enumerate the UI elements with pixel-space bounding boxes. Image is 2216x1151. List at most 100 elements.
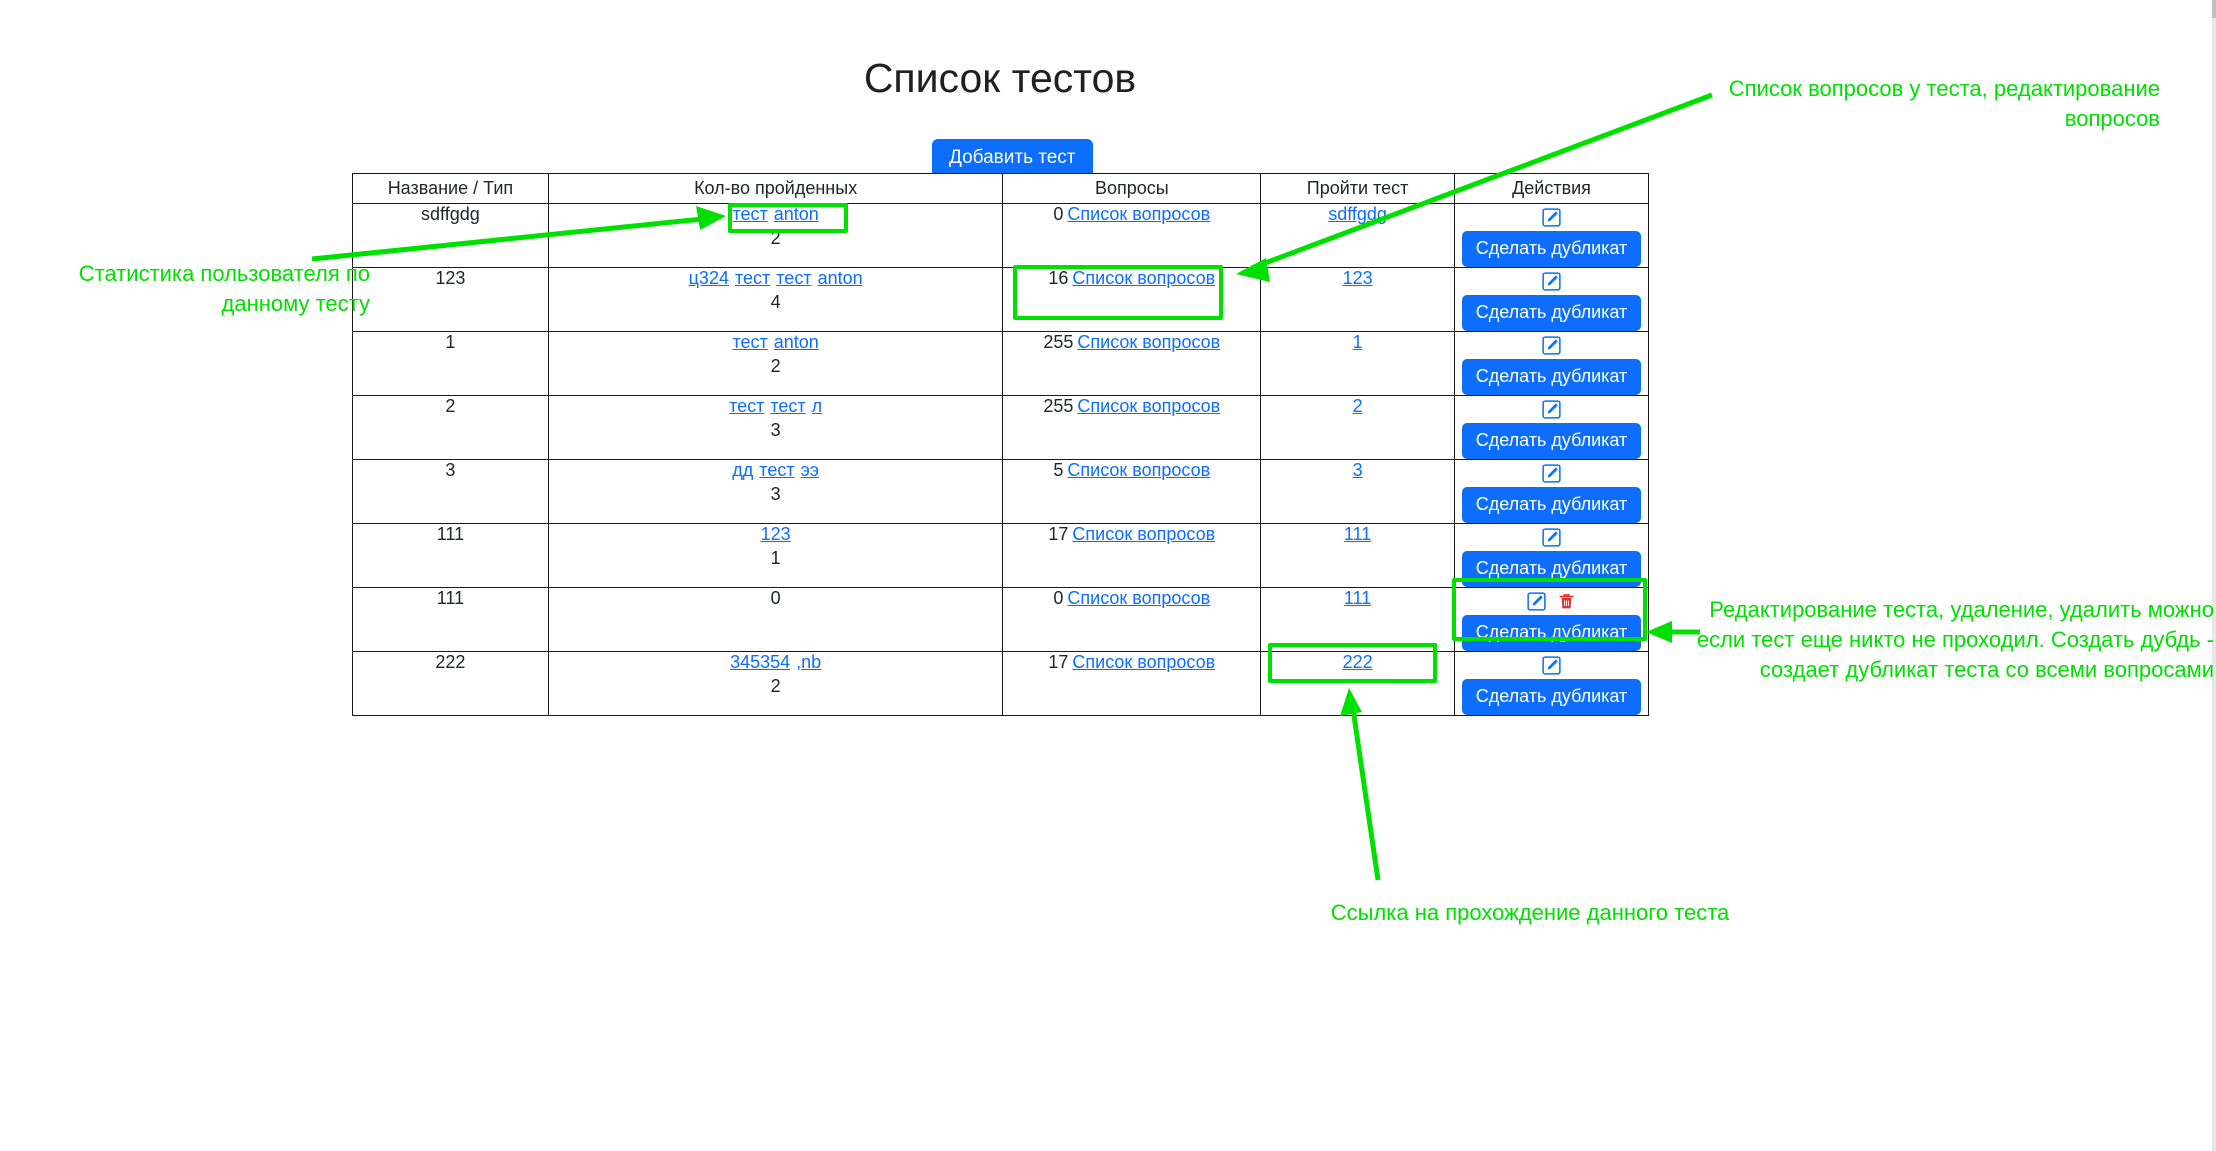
cell-pass-test: 2 bbox=[1260, 395, 1455, 460]
passed-total: 2 bbox=[770, 356, 781, 376]
user-stats-link[interactable]: тест bbox=[734, 268, 771, 288]
questions-list-link[interactable]: Список вопросов bbox=[1072, 268, 1216, 288]
user-stats-link[interactable]: тест bbox=[732, 332, 768, 352]
user-stats-link[interactable]: 345354 bbox=[730, 652, 791, 672]
passed-total: 1 bbox=[770, 548, 781, 568]
questions-list-link[interactable]: Список вопросов bbox=[1077, 332, 1221, 352]
user-stats-link[interactable]: anton bbox=[817, 268, 863, 288]
passed-users-list: 123 bbox=[549, 524, 1003, 545]
column-header-questions: Вопросы bbox=[1002, 173, 1262, 204]
cell-actions: Сделать дубликат bbox=[1454, 523, 1649, 588]
trash-icon[interactable] bbox=[1557, 592, 1576, 611]
questions-list-link[interactable]: Список вопросов bbox=[1067, 460, 1211, 480]
edit-icon[interactable] bbox=[1542, 336, 1561, 355]
cell-actions: Сделать дубликат bbox=[1454, 651, 1649, 716]
user-stats-link[interactable]: дд bbox=[732, 460, 754, 480]
cell-test-name: 2 bbox=[352, 395, 549, 460]
pass-test-link[interactable]: 111 bbox=[1343, 524, 1372, 544]
cell-test-name: 111 bbox=[352, 587, 549, 652]
action-icons bbox=[1455, 588, 1648, 612]
cell-actions: Сделать дубликат bbox=[1454, 203, 1649, 268]
make-duplicate-button[interactable]: Сделать дубликат bbox=[1462, 615, 1641, 651]
cell-actions: Сделать дубликат bbox=[1454, 267, 1649, 332]
pass-test-link[interactable]: 222 bbox=[1342, 652, 1373, 672]
make-duplicate-button[interactable]: Сделать дубликат bbox=[1462, 679, 1641, 715]
user-stats-link[interactable]: ц324 bbox=[688, 268, 729, 288]
user-stats-link[interactable]: anton bbox=[773, 204, 819, 224]
pass-test-link[interactable]: 3 bbox=[1352, 460, 1363, 480]
action-icons bbox=[1455, 204, 1648, 228]
cell-test-name: 123 bbox=[352, 267, 549, 332]
make-duplicate-button[interactable]: Сделать дубликат bbox=[1462, 423, 1641, 459]
user-stats-link[interactable]: тест bbox=[776, 268, 812, 288]
cell-test-name: 222 bbox=[352, 651, 549, 716]
questions-list-link[interactable]: Список вопросов bbox=[1067, 204, 1211, 224]
edit-icon[interactable] bbox=[1542, 272, 1561, 291]
make-duplicate-button[interactable]: Сделать дубликат bbox=[1462, 295, 1641, 331]
user-stats-link[interactable]: л bbox=[811, 396, 823, 416]
edit-icon[interactable] bbox=[1542, 400, 1561, 419]
cell-test-name: sdffgdg bbox=[352, 203, 549, 268]
passed-total: 3 bbox=[770, 420, 781, 440]
column-header-name: Название / Тип bbox=[352, 173, 549, 204]
questions-list-link[interactable]: Список вопросов bbox=[1077, 396, 1221, 416]
pass-test-link[interactable]: 111 bbox=[1343, 588, 1372, 608]
user-stats-link[interactable]: ,nb bbox=[796, 652, 822, 672]
questions-list-link[interactable]: Список вопросов bbox=[1072, 524, 1216, 544]
make-duplicate-button[interactable]: Сделать дубликат bbox=[1462, 487, 1641, 523]
edit-icon[interactable] bbox=[1542, 464, 1561, 483]
annotation-pass-link: Ссылка на прохождение данного теста bbox=[1330, 900, 1730, 925]
tests-table: Название / Тип Кол-во пройденных Вопросы… bbox=[352, 173, 1649, 716]
questions-count: 0 bbox=[1053, 588, 1064, 608]
user-stats-link[interactable]: тест bbox=[759, 460, 795, 480]
questions-count: 0 bbox=[1053, 204, 1064, 224]
user-stats-link[interactable]: тест bbox=[729, 396, 765, 416]
action-icons bbox=[1455, 524, 1648, 548]
pass-test-link[interactable]: 123 bbox=[1342, 268, 1373, 288]
page-title: Список тестов bbox=[863, 55, 1137, 102]
cell-test-name: 111 bbox=[352, 523, 549, 588]
make-duplicate-button[interactable]: Сделать дубликат bbox=[1462, 231, 1641, 267]
questions-list-link[interactable]: Список вопросов bbox=[1072, 652, 1216, 672]
questions-count: 255 bbox=[1043, 396, 1074, 416]
pass-test-link[interactable]: 1 bbox=[1352, 332, 1363, 352]
cell-pass-test: 123 bbox=[1260, 267, 1455, 332]
questions-list-link[interactable]: Список вопросов bbox=[1067, 588, 1211, 608]
edit-icon[interactable] bbox=[1542, 208, 1561, 227]
user-stats-link[interactable]: ээ bbox=[800, 460, 819, 480]
pass-test-link[interactable]: sdffgdg bbox=[1328, 204, 1387, 224]
user-stats-link[interactable]: 123 bbox=[760, 524, 791, 544]
action-icons bbox=[1455, 460, 1648, 484]
cell-actions: Сделать дубликат bbox=[1454, 459, 1649, 524]
edit-icon[interactable] bbox=[1542, 656, 1561, 675]
cell-test-name: 1 bbox=[352, 331, 549, 396]
page-right-gutter-top bbox=[2212, 0, 2216, 18]
pass-test-link[interactable]: 2 bbox=[1352, 396, 1363, 416]
edit-icon[interactable] bbox=[1542, 528, 1561, 547]
cell-pass-test: 111 bbox=[1260, 587, 1455, 652]
column-header-count: Кол-во пройденных bbox=[547, 173, 1004, 204]
questions-count: 17 bbox=[1048, 524, 1069, 544]
user-stats-link[interactable]: тест bbox=[732, 204, 768, 224]
add-test-button[interactable]: Добавить тест bbox=[932, 139, 1093, 179]
user-stats-link[interactable]: тест bbox=[770, 396, 806, 416]
make-duplicate-button[interactable]: Сделать дубликат bbox=[1462, 359, 1641, 395]
make-duplicate-button[interactable]: Сделать дубликат bbox=[1462, 551, 1641, 587]
questions-count: 5 bbox=[1053, 460, 1064, 480]
user-stats-link[interactable]: anton bbox=[773, 332, 819, 352]
edit-icon[interactable] bbox=[1527, 592, 1546, 611]
